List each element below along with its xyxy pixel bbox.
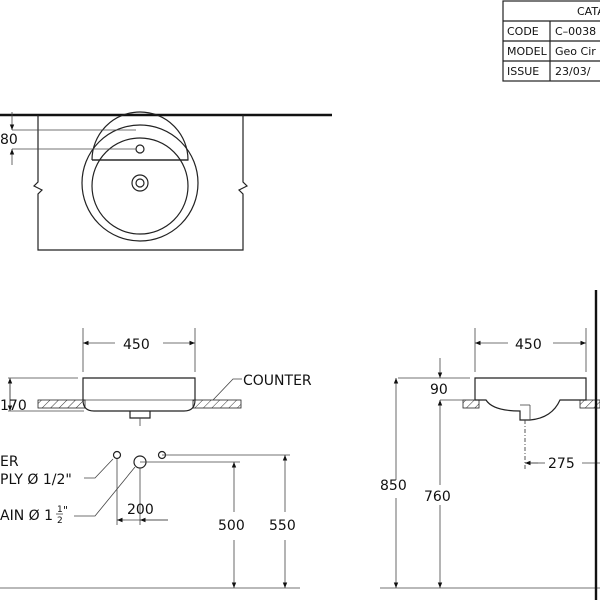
side-view: 450 90 850 760 275 (380, 290, 600, 600)
title-block-issue-label: ISSUE (507, 65, 539, 78)
counter-label: COUNTER (243, 373, 312, 389)
title-block-model-label: MODEL (507, 45, 548, 58)
dim-side-rim: 90 (430, 382, 448, 398)
title-block-header: CATA (577, 5, 600, 18)
supply-label-line1: ER (0, 454, 19, 470)
drain-label: AIN Ø 1 (0, 508, 53, 524)
basin-inner-bowl (91, 137, 189, 235)
drain-fraction-den: 2 (57, 516, 63, 526)
drain-inner (135, 178, 145, 188)
basin-front-body (82, 377, 196, 412)
dim-total-height: 850 (380, 478, 407, 494)
front-drain-spigot (129, 411, 151, 419)
supply-point (112, 450, 122, 460)
title-block-issue-value: 23/03/ (555, 65, 591, 78)
title-block-model-value: Geo Cir (555, 45, 596, 58)
plan-view: 80 (0, 111, 332, 251)
dim-drain-offset: 275 (548, 456, 575, 472)
basin-side-body (474, 377, 587, 421)
dim-counter-height: 760 (424, 489, 451, 505)
drain-fraction-tail: " (63, 504, 68, 517)
title-block-code-label: CODE (507, 25, 539, 38)
dim-front-height: 170 (0, 398, 27, 414)
side-counter-right (579, 399, 600, 409)
counter-left (37, 399, 86, 409)
counter-outline (32, 115, 249, 251)
dim-front-width: 450 (123, 337, 150, 353)
basin-deck (91, 111, 189, 161)
title-block: CATA CODE C–0038 MODEL Geo Cir ISSUE 23/… (502, 0, 600, 82)
dim-spacing: 200 (127, 502, 154, 518)
basin-outer-rim (81, 124, 199, 242)
counter-right (192, 399, 242, 409)
overflow-hole (135, 144, 145, 154)
dim-supply-height: 550 (269, 518, 296, 534)
front-view: 450 COUNTER 170 ER PLY Ø 1/2" AIN Ø 1 1 … (0, 328, 312, 589)
dim-drain-height: 500 (218, 518, 245, 534)
drain-outer (131, 174, 149, 192)
supply-label-line2: PLY Ø 1/2" (0, 472, 72, 488)
dim-overflow-offset: 80 (0, 132, 18, 148)
drain-fraction-num: 1 (57, 505, 63, 515)
side-counter-left (462, 399, 480, 409)
title-block-code-value: C–0038 (555, 25, 596, 38)
dim-side-width: 450 (515, 337, 542, 353)
